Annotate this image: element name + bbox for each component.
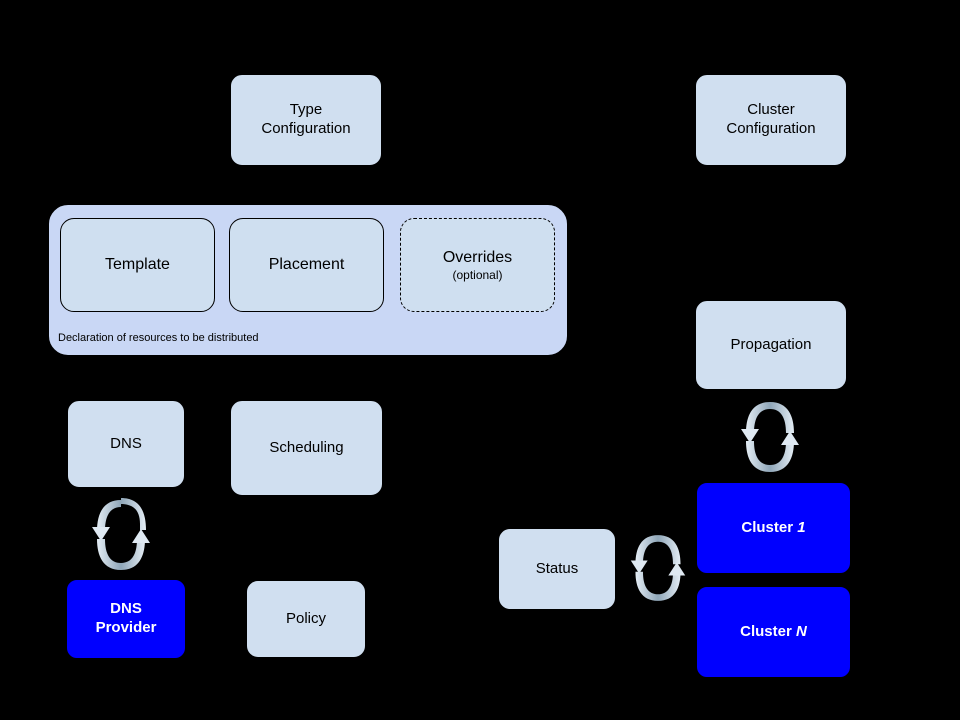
node-propagation-label: Propagation [730,335,812,353]
node-cluster-n-label: Cluster N [740,622,807,640]
node-template[interactable]: Template [60,218,215,312]
sync-arrows-icon-dns [92,498,150,570]
node-status[interactable]: Status [498,528,616,610]
node-policy-label: Policy [285,609,326,627]
connector-scheduling-to-placement [306,312,307,404]
node-template-label: Template [105,256,170,273]
node-dns-label: DNS [110,434,142,452]
node-dns-provider-label: DNS Provider [95,600,157,636]
node-type-configuration[interactable]: Type Configuration [230,74,382,166]
node-cluster-configuration-label: Cluster Configuration [726,101,816,137]
node-placement-label: Placement [268,256,345,273]
node-cluster-1[interactable]: Cluster 1 [697,483,850,573]
sync-arrows-icon-propagation [741,402,799,472]
node-dns-provider[interactable]: DNS Provider [67,580,185,658]
node-placement[interactable]: Placement [229,218,384,312]
group-caption: Declaration of resources to be distribut… [58,332,259,344]
node-type-configuration-label: Type Configuration [261,101,351,137]
connector-policy-to-overrides [477,312,478,404]
sync-arrows-icon-status [630,535,686,601]
node-dns[interactable]: DNS [67,400,185,488]
node-scheduling[interactable]: Scheduling [230,400,383,496]
node-propagation[interactable]: Propagation [695,300,847,390]
node-cluster-1-label: Cluster 1 [741,518,806,536]
node-cluster-n[interactable]: Cluster N [697,587,850,677]
node-scheduling-label: Scheduling [269,438,344,456]
node-overrides[interactable]: Overrides (optional) [400,218,555,312]
node-status-label: Status [535,559,579,577]
node-overrides-label: Overrides (optional) [442,248,513,282]
node-policy[interactable]: Policy [246,580,366,658]
node-cluster-configuration[interactable]: Cluster Configuration [695,74,847,166]
